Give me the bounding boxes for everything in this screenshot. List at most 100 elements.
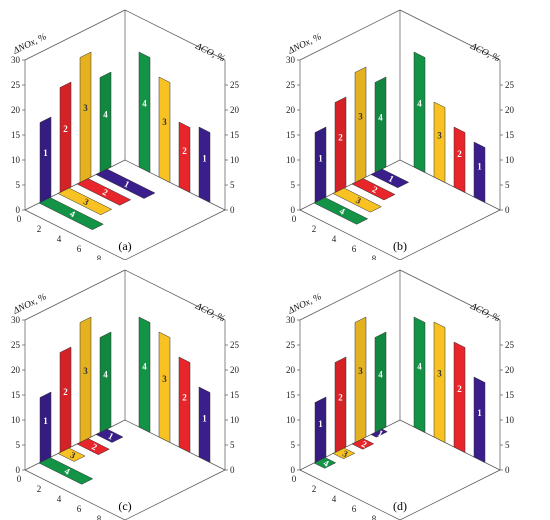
right-bar-4 bbox=[138, 51, 151, 173]
right-tick-label: 20 bbox=[505, 365, 515, 375]
left-bar-2 bbox=[59, 346, 72, 453]
floor-bar-label: 1 bbox=[387, 173, 396, 184]
right-bar-3 bbox=[433, 101, 446, 183]
left-tick-label: 30 bbox=[11, 315, 21, 325]
floor-bar-label: 4 bbox=[322, 458, 331, 469]
right-tick-label: 5 bbox=[230, 440, 235, 450]
panel-caption: (c) bbox=[118, 499, 131, 513]
right-tick-label: 25 bbox=[505, 340, 515, 350]
right-tick-label: 15 bbox=[230, 390, 240, 400]
depth-tick-label: 0 bbox=[17, 214, 22, 224]
floor-bar-label: 1 bbox=[123, 179, 132, 190]
front-right-edge bbox=[124, 209, 226, 260]
right-tick-label: 0 bbox=[505, 465, 510, 475]
right-tick-label: 15 bbox=[505, 390, 515, 400]
right-bar-1 bbox=[198, 126, 211, 203]
right-tick-label: 10 bbox=[230, 415, 240, 425]
left-axis-label: ΔNOx, % bbox=[286, 292, 323, 317]
left-bar-1 bbox=[39, 116, 52, 203]
right-wall-top bbox=[399, 9, 501, 61]
left-bar-label: 3 bbox=[83, 366, 88, 376]
left-bar-label: 1 bbox=[318, 153, 323, 163]
left-tick-label: 20 bbox=[286, 365, 296, 375]
right-wall-top bbox=[124, 269, 226, 321]
left-wall-top bbox=[299, 9, 401, 61]
right-bar-label: 4 bbox=[417, 99, 422, 109]
left-bar-4 bbox=[374, 76, 387, 173]
right-bar-4 bbox=[413, 316, 426, 433]
floor-bar-label: 4 bbox=[338, 206, 347, 217]
left-tick-label: 10 bbox=[286, 415, 296, 425]
right-bar-label: 3 bbox=[437, 369, 442, 379]
left-wall-top bbox=[299, 269, 401, 321]
right-tick-label: 5 bbox=[230, 180, 235, 190]
front-left-edge bbox=[299, 469, 401, 520]
left-bar-3 bbox=[354, 66, 367, 183]
depth-tick-label: 4 bbox=[57, 234, 62, 244]
right-tick-label: 0 bbox=[505, 205, 510, 215]
right-tick-label: 5 bbox=[505, 440, 510, 450]
left-bar-3 bbox=[79, 51, 92, 183]
left-tick-label: 15 bbox=[11, 130, 21, 140]
floor-bar-1 bbox=[370, 428, 388, 438]
left-tick-label: 10 bbox=[11, 155, 21, 165]
right-bar-label: 1 bbox=[202, 153, 207, 163]
panel-caption: (b) bbox=[393, 239, 407, 253]
left-bar-1 bbox=[39, 391, 52, 463]
right-tick-label: 0 bbox=[230, 465, 235, 475]
floor-bar-label: 3 bbox=[354, 195, 363, 206]
right-bar-1 bbox=[198, 386, 211, 463]
floor-bar-label: 4 bbox=[63, 466, 72, 477]
right-tick-label: 10 bbox=[505, 155, 515, 165]
left-axis-label: ΔNOx, % bbox=[11, 32, 48, 57]
right-bar-label: 3 bbox=[162, 374, 167, 384]
panel-c: 05101520253005101520250246810ΔNOx, %ΔCO,… bbox=[0, 260, 275, 520]
front-left-edge bbox=[24, 469, 126, 520]
left-tick-label: 15 bbox=[11, 390, 21, 400]
left-bar-label: 3 bbox=[358, 366, 363, 376]
right-bar-label: 2 bbox=[457, 149, 462, 159]
left-bar-label: 1 bbox=[43, 416, 48, 426]
left-tick-label: 5 bbox=[291, 440, 296, 450]
depth-tick-label: 2 bbox=[312, 484, 317, 494]
left-tick-label: 0 bbox=[16, 465, 21, 475]
depth-tick-label: 2 bbox=[37, 224, 42, 234]
floor-bar-label: 2 bbox=[101, 187, 110, 198]
right-wall-top bbox=[399, 269, 501, 321]
floor-bar-label: 3 bbox=[341, 448, 350, 459]
left-wall-top bbox=[24, 269, 126, 321]
right-tick-label: 20 bbox=[230, 365, 240, 375]
panel-d: 05101520253005101520250246810ΔNOx, %ΔCO,… bbox=[275, 260, 550, 520]
right-axis-label: ΔCO, % bbox=[468, 301, 502, 324]
left-bar-label: 3 bbox=[358, 111, 363, 121]
left-tick-label: 25 bbox=[286, 80, 296, 90]
left-bar-label: 4 bbox=[103, 370, 108, 380]
panel-caption: (d) bbox=[393, 499, 407, 513]
depth-tick-label: 6 bbox=[77, 504, 82, 514]
chart-c: 05101520253005101520250246810ΔNOx, %ΔCO,… bbox=[11, 269, 240, 520]
left-bar-label: 2 bbox=[63, 387, 68, 397]
left-tick-label: 0 bbox=[16, 205, 21, 215]
right-wall-top bbox=[124, 9, 226, 61]
front-right-edge bbox=[124, 469, 226, 520]
left-bar-label: 3 bbox=[83, 103, 88, 113]
panel-a: 05101520253005101520250246810ΔNOx, %ΔCO,… bbox=[0, 0, 275, 260]
right-bar-3 bbox=[158, 331, 171, 443]
depth-tick-label: 8 bbox=[372, 254, 377, 260]
left-bar-2 bbox=[334, 356, 347, 453]
left-bar-4 bbox=[374, 331, 387, 433]
panel-caption: (a) bbox=[118, 239, 131, 253]
floor-bar-label: 1 bbox=[376, 428, 385, 439]
left-tick-label: 25 bbox=[11, 340, 21, 350]
right-axis-label: ΔCO, % bbox=[193, 301, 227, 324]
floor-bar-1 bbox=[95, 428, 124, 443]
depth-tick-label: 6 bbox=[352, 244, 357, 254]
right-bar-2 bbox=[453, 341, 466, 453]
left-bar-label: 2 bbox=[338, 132, 343, 142]
front-right-edge bbox=[399, 469, 501, 520]
depth-tick-label: 6 bbox=[352, 504, 357, 514]
left-tick-label: 10 bbox=[286, 155, 296, 165]
right-bar-3 bbox=[433, 321, 446, 443]
left-bar-4 bbox=[99, 331, 112, 433]
